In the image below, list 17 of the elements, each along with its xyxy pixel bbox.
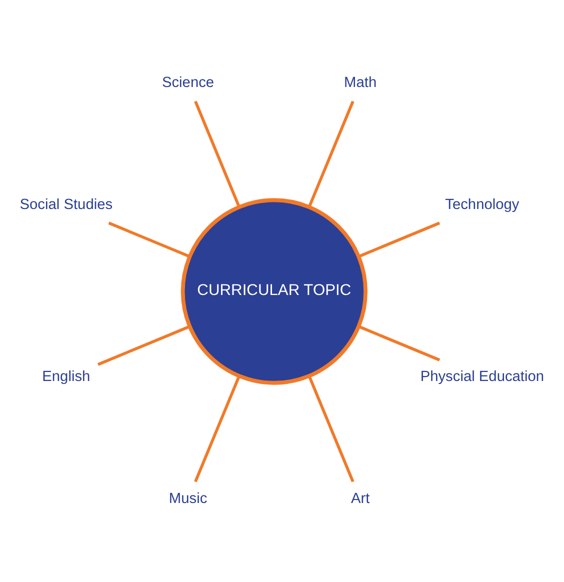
connector bbox=[308, 100, 354, 207]
connector bbox=[308, 375, 354, 482]
connector bbox=[97, 324, 190, 366]
node-text: Science bbox=[162, 74, 214, 90]
node-text: Social Studies bbox=[20, 196, 113, 212]
connector bbox=[194, 375, 240, 482]
connector bbox=[358, 324, 440, 361]
connector bbox=[194, 100, 240, 207]
node-text: Math bbox=[344, 74, 377, 90]
connector bbox=[108, 221, 190, 258]
node-text: Art bbox=[350, 490, 370, 506]
node-text: Physcial Education bbox=[420, 368, 544, 385]
node-text: Music bbox=[168, 490, 208, 506]
node-circle: CURRICULAR TOPIC bbox=[180, 198, 368, 384]
node-text: English bbox=[42, 368, 90, 385]
connector bbox=[358, 221, 440, 258]
node-text: Technology bbox=[445, 196, 520, 212]
